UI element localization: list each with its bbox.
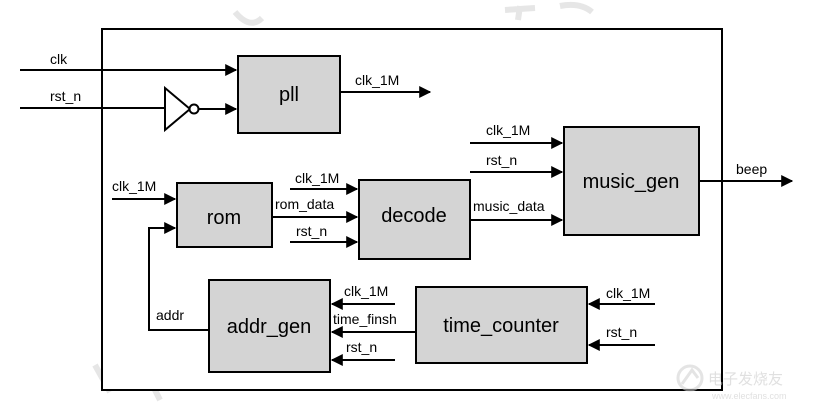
decode-clk-label: clk_1M [295, 170, 339, 186]
pll-block [237, 55, 341, 134]
rst-n-label: rst_n [50, 88, 81, 104]
beep-label: beep [736, 161, 767, 177]
time-finsh-label: time_finsh [333, 311, 397, 327]
music-gen-title: music_gen [583, 171, 680, 193]
addr-gen-block [208, 279, 331, 373]
tc-rst-label: rst_n [606, 324, 637, 340]
addr-wire [148, 222, 209, 331]
rom-clk-label: clk_1M [112, 178, 156, 194]
addr-gen-rst-label: rst_n [346, 339, 377, 355]
rom-data-label: rom_data [275, 196, 334, 212]
decode-title: decode [381, 205, 447, 227]
time-counter-title: time_counter [443, 315, 559, 337]
addr-gen-clk-label: clk_1M [344, 283, 388, 299]
clk-label: clk [50, 51, 68, 67]
addr-label: addr [156, 307, 184, 323]
decode-rst-label: rst_n [296, 223, 327, 239]
tc-clk-label: clk_1M [606, 285, 650, 301]
inverter-gate-icon [164, 85, 192, 133]
rom-title: rom [207, 207, 241, 229]
music-rst-label: rst_n [486, 152, 517, 168]
pll-title: pll [279, 84, 299, 106]
watermark-url: www.elecfans.com [711, 391, 787, 401]
addr-gen-title: addr_gen [227, 316, 312, 338]
rom-block [176, 182, 273, 248]
music-clk-label: clk_1M [486, 122, 530, 138]
music-data-label: music_data [473, 198, 545, 214]
decode-block [358, 179, 471, 260]
music-gen-block [563, 126, 700, 236]
watermark-logo-icon [676, 364, 704, 392]
time-counter-block [415, 286, 588, 364]
pll-clk-out-label: clk_1M [355, 72, 399, 88]
inverter-bubble-icon [188, 103, 200, 115]
elecfans-watermark: 电子发烧友 www.elecfans.com [676, 364, 787, 401]
watermark-logo-text: 电子发烧友 [708, 371, 783, 388]
